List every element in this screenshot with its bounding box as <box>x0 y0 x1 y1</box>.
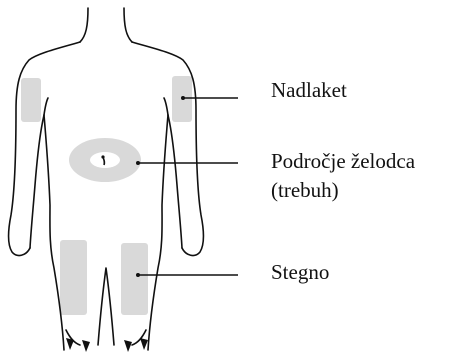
zone-upper-arm-left <box>21 78 41 122</box>
label-thigh: Stegno <box>271 259 329 285</box>
leader-lines <box>138 98 238 275</box>
label-abdomen: Področje želodca <box>271 148 415 174</box>
zone-thigh-right <box>121 243 148 315</box>
navel-dot <box>101 155 104 158</box>
zone-abdomen-navel-clear <box>90 152 120 168</box>
label-abdomen-paren: (trebuh) <box>271 177 339 203</box>
label-upper-arm: Nadlaket <box>271 77 347 103</box>
zone-thigh-left <box>60 240 87 315</box>
injection-zones <box>21 76 192 315</box>
